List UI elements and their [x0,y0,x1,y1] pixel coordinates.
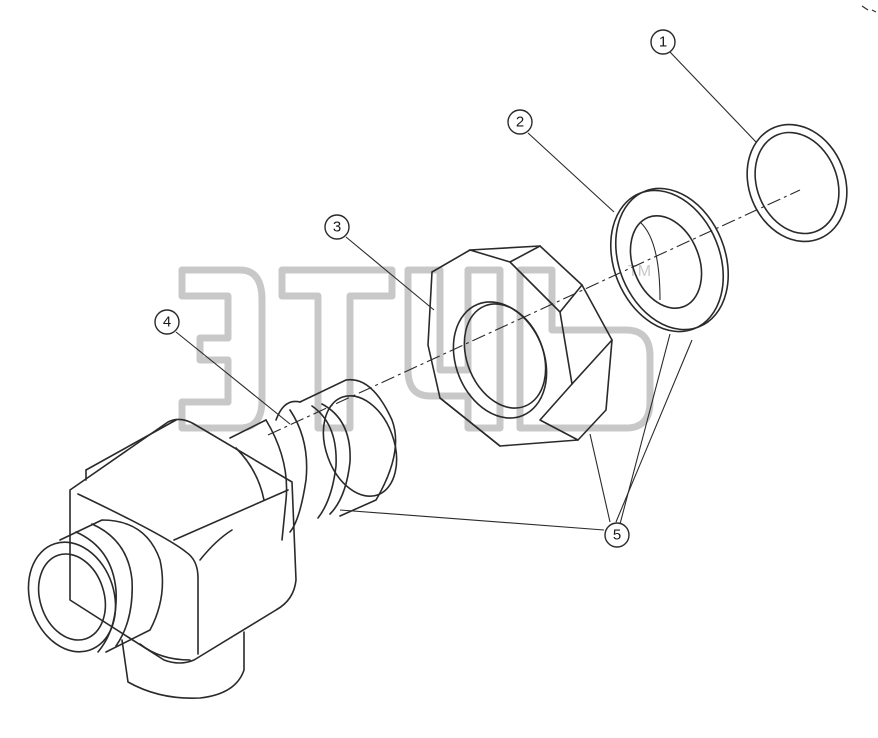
leader-2 [527,132,615,213]
leader-4 [175,331,291,425]
watermark-logo: TM [178,263,654,432]
hex-nut-part-3 [427,245,613,447]
leader-1 [669,51,757,143]
callout-3-label: 3 [333,219,341,236]
washer-part-2 [609,187,730,333]
callout-2-label: 2 [516,114,524,131]
leader-5b [589,433,611,523]
o-ring-seal-part-1 [746,123,848,243]
watermark-tm-mark: TM [628,263,651,280]
corner-mark [861,5,877,13]
callout-5: 5 [604,522,630,548]
leader-5d [619,333,671,525]
callout-5-label: 5 [613,527,621,544]
callout-1: 1 [650,29,676,55]
leader-3 [345,236,435,311]
callout-2: 2 [507,109,533,135]
callout-1-label: 1 [659,34,667,51]
callout-3: 3 [324,214,350,240]
angle-fitting-part-4 [27,378,398,699]
callout-4: 4 [154,309,180,335]
leader-lines [175,51,757,531]
leader-5a [339,509,605,531]
callout-4-label: 4 [163,314,171,331]
